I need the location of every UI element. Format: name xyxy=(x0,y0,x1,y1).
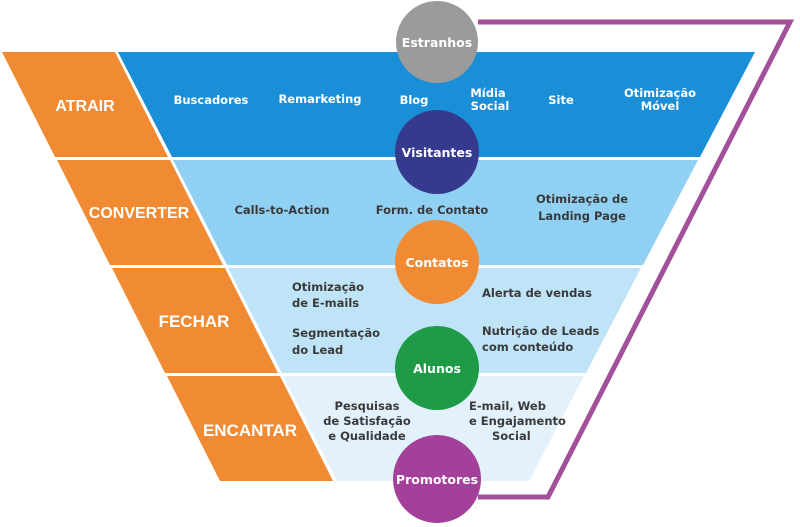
item-landing-page-line2: Landing Page xyxy=(538,209,626,223)
circle-label-visitantes: Visitantes xyxy=(402,145,473,160)
stage-band-atrair xyxy=(2,52,168,157)
item-midia-social-line1: Mídia xyxy=(470,86,505,100)
item-pesquisas-line2: de Satisfação xyxy=(323,414,411,428)
stage-band-encantar xyxy=(167,376,333,481)
item-email-web-line1: E-mail, Web xyxy=(469,399,546,413)
item-midia-social-line2: Social xyxy=(471,99,510,113)
stage-band-converter xyxy=(57,160,223,265)
item-landing-page-line1: Otimização de xyxy=(536,192,628,206)
circle-alunos: Alunos xyxy=(395,326,479,410)
item-nutricao-line2: com conteúdo xyxy=(482,340,573,354)
item-remarketing: Remarketing xyxy=(278,92,361,106)
feedback-loop-line xyxy=(478,19,795,500)
item-email-web-line2: e Engajamento xyxy=(469,414,566,428)
funnel-band-atrair xyxy=(118,52,755,157)
item-pesquisas-line1: Pesquisas xyxy=(335,399,400,413)
item-alerta-vendas: Alerta de vendas xyxy=(482,286,592,300)
circle-promotores: Promotores xyxy=(393,435,481,523)
circle-estranhos: Estranhos xyxy=(396,1,478,83)
stage-label-encantar: ENCANTAR xyxy=(203,421,297,440)
item-nutricao-line1: Nutrição de Leads xyxy=(482,324,600,338)
item-segmentacao-line1: Segmentação xyxy=(292,326,380,340)
item-form-contato: Form. de Contato xyxy=(376,203,489,217)
stage-label-converter: CONVERTER xyxy=(89,205,190,222)
item-otimizacao-movel-line2: Móvel xyxy=(641,99,680,113)
item-blog: Blog xyxy=(400,93,429,107)
circle-label-estranhos: Estranhos xyxy=(402,35,472,50)
stage-label-fechar: FECHAR xyxy=(159,312,230,331)
circle-label-alunos: Alunos xyxy=(413,361,461,376)
item-segmentacao-line2: do Lead xyxy=(292,343,343,357)
funnel-band-converter xyxy=(173,160,698,265)
funnel-band-fechar xyxy=(228,268,641,373)
stage-band-fechar xyxy=(112,268,278,373)
item-calls-to-action: Calls-to-Action xyxy=(234,203,329,217)
circle-label-promotores: Promotores xyxy=(396,472,478,487)
item-otimizacao-emails-line1: Otimização xyxy=(292,280,364,294)
circle-contatos: Contatos xyxy=(395,220,479,304)
stage-label-atrair: ATRAIR xyxy=(55,98,115,115)
item-email-web-line3: Social xyxy=(492,429,531,443)
item-pesquisas-line3: e Qualidade xyxy=(328,429,406,443)
funnel-band-encantar xyxy=(283,376,584,481)
item-otimizacao-emails-line2: de E-mails xyxy=(292,296,359,310)
item-buscadores: Buscadores xyxy=(174,93,249,107)
item-otimizacao-movel-line1: Otimização xyxy=(624,86,696,100)
item-site: Site xyxy=(548,93,574,107)
circle-label-contatos: Contatos xyxy=(405,255,468,270)
circle-visitantes: Visitantes xyxy=(395,110,479,194)
